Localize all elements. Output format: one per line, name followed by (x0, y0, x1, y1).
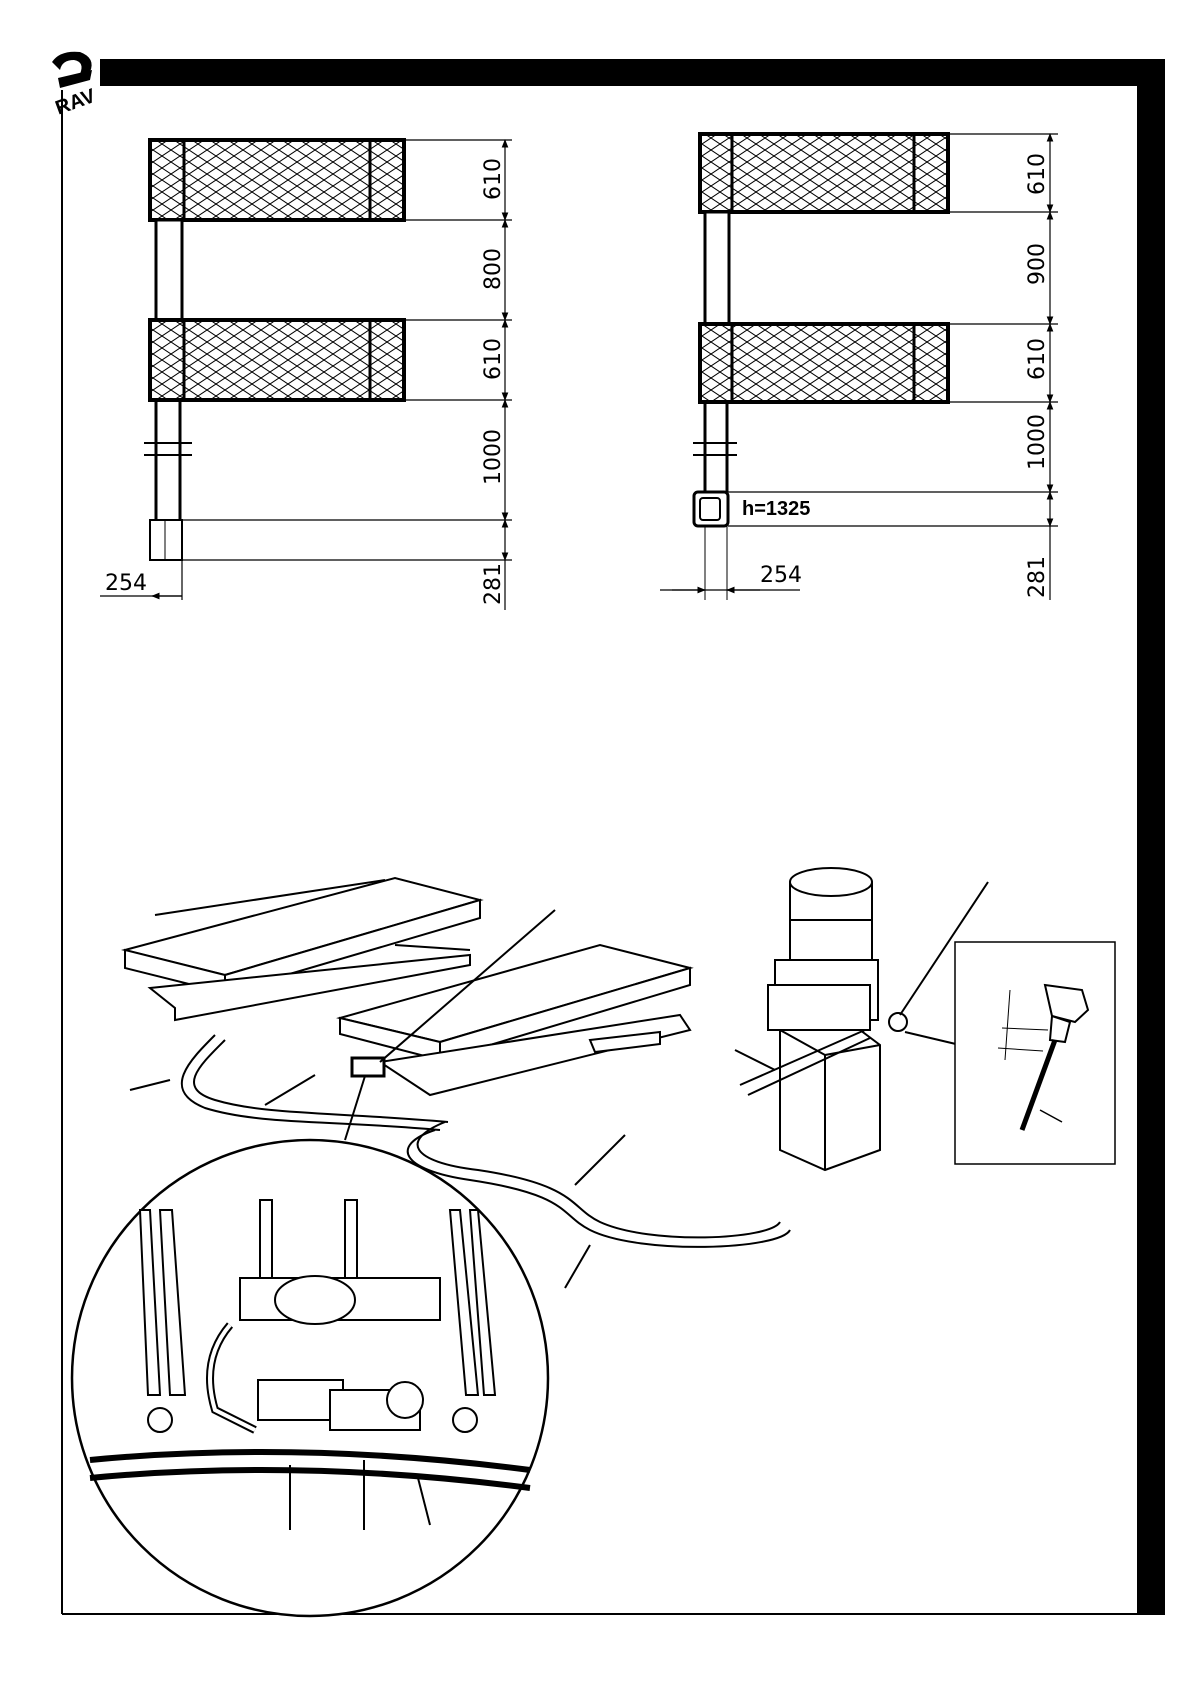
lift-dimension-diagram-left: 610 800 610 1000 281 254 (100, 140, 512, 610)
dim-left-gap: 800 (481, 248, 506, 290)
dim-left-offset: 254 (105, 571, 147, 596)
dim-right-pad-lower: 610 (1025, 338, 1050, 380)
dim-left-base: 281 (481, 563, 506, 605)
dim-left-pad-lower: 610 (481, 338, 506, 380)
dim-right-base: 281 (1025, 556, 1050, 598)
hose-connection-detail (72, 1140, 548, 1616)
hydraulic-power-unit (735, 868, 988, 1170)
logo-text: RAV (53, 85, 99, 120)
dim-right-column: 1000 (1025, 414, 1050, 470)
brand-logo: RAV (52, 52, 99, 120)
height-callout: h=1325 (742, 498, 810, 520)
dim-right-gap: 900 (1025, 243, 1050, 285)
dim-right-pad-upper: 610 (1025, 153, 1050, 195)
dim-right-offset: 254 (760, 563, 802, 588)
dim-left-pad-upper: 610 (481, 158, 506, 200)
lift-dimension-diagram-right: 610 900 610 1000 281 254 h=1325 (660, 134, 1058, 600)
dim-left-column: 1000 (481, 429, 506, 485)
dipstick-detail (955, 942, 1115, 1164)
